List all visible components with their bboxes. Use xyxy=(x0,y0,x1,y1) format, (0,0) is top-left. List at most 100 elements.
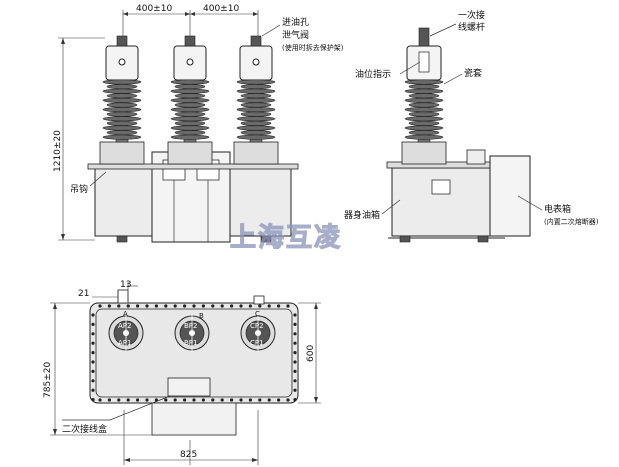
bolt xyxy=(107,304,111,308)
bolt xyxy=(293,369,297,373)
insulator-shed xyxy=(174,84,206,90)
bolt xyxy=(164,398,168,402)
insulator-shed xyxy=(240,102,272,108)
bolt xyxy=(293,379,297,383)
bolt xyxy=(98,398,102,402)
insulator-shed xyxy=(102,125,142,131)
dim-600: 600 xyxy=(306,345,316,362)
dim-21: 21 xyxy=(78,289,89,299)
insulator-shed xyxy=(408,93,440,99)
insulator-shed xyxy=(106,102,138,108)
insulator-shed xyxy=(404,116,444,122)
bolt xyxy=(91,313,95,317)
insulator-shed xyxy=(170,107,210,113)
insulator-shed xyxy=(170,88,210,94)
label-primary-rod-2: 线螺杆 xyxy=(458,21,485,33)
insulator-shed xyxy=(170,134,210,140)
bolt xyxy=(91,351,95,355)
bolt xyxy=(220,398,224,402)
bolt xyxy=(136,398,140,402)
insulator-shed xyxy=(240,84,272,90)
bolt xyxy=(248,304,252,308)
insulator-shed xyxy=(408,102,440,108)
side-view: 一次接 线螺杆 油位指示 瓷套 器身油箱 电表箱 (内置二次熔断器) xyxy=(344,9,599,243)
phase-c-upper: CP2 xyxy=(250,322,264,330)
insulator-shed xyxy=(404,97,444,103)
insulator-shed xyxy=(236,107,276,113)
dim-spacing-right: 400±10 xyxy=(203,4,239,14)
label-vent-note: (使用时拆去保护架) xyxy=(282,43,344,52)
bolt xyxy=(277,398,281,402)
bolt xyxy=(293,313,297,317)
insulator-shed xyxy=(174,93,206,99)
insulator-shed xyxy=(102,88,142,94)
insulator-shed xyxy=(236,125,276,131)
label-oil-indicator: 油位指示 xyxy=(355,68,391,80)
insulator-shed xyxy=(106,93,138,99)
phase-b-lower: BP1 xyxy=(184,339,197,347)
bolt xyxy=(293,332,297,336)
bolt xyxy=(126,398,130,402)
side-tank xyxy=(391,167,491,237)
bolt xyxy=(258,304,262,308)
phase-a-upper: AP2 xyxy=(118,322,131,330)
bolt xyxy=(239,304,243,308)
phase-a-lower: AP1 xyxy=(118,339,131,347)
bolt xyxy=(286,398,290,402)
phase-b-label: B xyxy=(199,312,204,320)
dim-13: 13 xyxy=(120,280,131,290)
bolt xyxy=(293,322,297,326)
bolt xyxy=(91,398,95,402)
bolt xyxy=(98,304,102,308)
bolt xyxy=(230,304,234,308)
insulator-shed xyxy=(404,107,444,113)
primary-rod xyxy=(418,27,430,47)
bolt xyxy=(126,304,130,308)
insulator-shed xyxy=(236,134,276,140)
insulator-shed xyxy=(240,120,272,126)
dim-height: 1210±20 xyxy=(53,130,63,172)
label-vent-valve: 泄气阀 xyxy=(282,29,309,41)
label-inlet: 进油孔 xyxy=(282,16,309,28)
bushing-a xyxy=(99,35,145,165)
phase-terminal-a: A AP2 AP1 xyxy=(108,310,144,352)
bolt xyxy=(293,388,297,392)
bolt xyxy=(91,322,95,326)
bolt xyxy=(201,304,205,308)
insulator-shed xyxy=(404,125,444,131)
insulator-shed xyxy=(102,107,142,113)
bolt xyxy=(258,398,262,402)
bolt xyxy=(192,398,196,402)
insulator-shed xyxy=(236,97,276,103)
bolt xyxy=(211,304,215,308)
insulator-shed xyxy=(170,79,210,85)
label-hook: 吊钩 xyxy=(70,183,88,195)
insulator-shed xyxy=(404,88,444,94)
insulator-shed xyxy=(174,111,206,117)
insulator-shed xyxy=(236,88,276,94)
bolt xyxy=(286,304,290,308)
bolt xyxy=(117,304,121,308)
porcelain-sheds-side xyxy=(404,79,444,143)
insulator-shed xyxy=(102,97,142,103)
insulator-shed xyxy=(102,134,142,140)
bolt xyxy=(239,398,243,402)
flange-bolts xyxy=(91,304,297,402)
phase-c-label: C xyxy=(255,310,260,318)
insulator-shed xyxy=(240,93,272,99)
insulator-shed xyxy=(170,125,210,131)
bolt xyxy=(211,398,215,402)
insulator-shed xyxy=(408,84,440,90)
insulator-shed xyxy=(102,116,142,122)
insulator-shed xyxy=(170,116,210,122)
bolt xyxy=(183,398,187,402)
front-view: 400±10 400±10 1210±20 xyxy=(53,4,344,243)
bolt xyxy=(220,304,224,308)
insulator-shed xyxy=(240,111,272,117)
top-view: A AP2 AP1 B BP2 BP1 C CP2 CP1 21 13 xyxy=(43,280,321,465)
label-tank: 器身油箱 xyxy=(344,209,380,221)
bolt xyxy=(293,398,297,402)
bolt xyxy=(154,304,158,308)
insulator-shed xyxy=(174,102,206,108)
